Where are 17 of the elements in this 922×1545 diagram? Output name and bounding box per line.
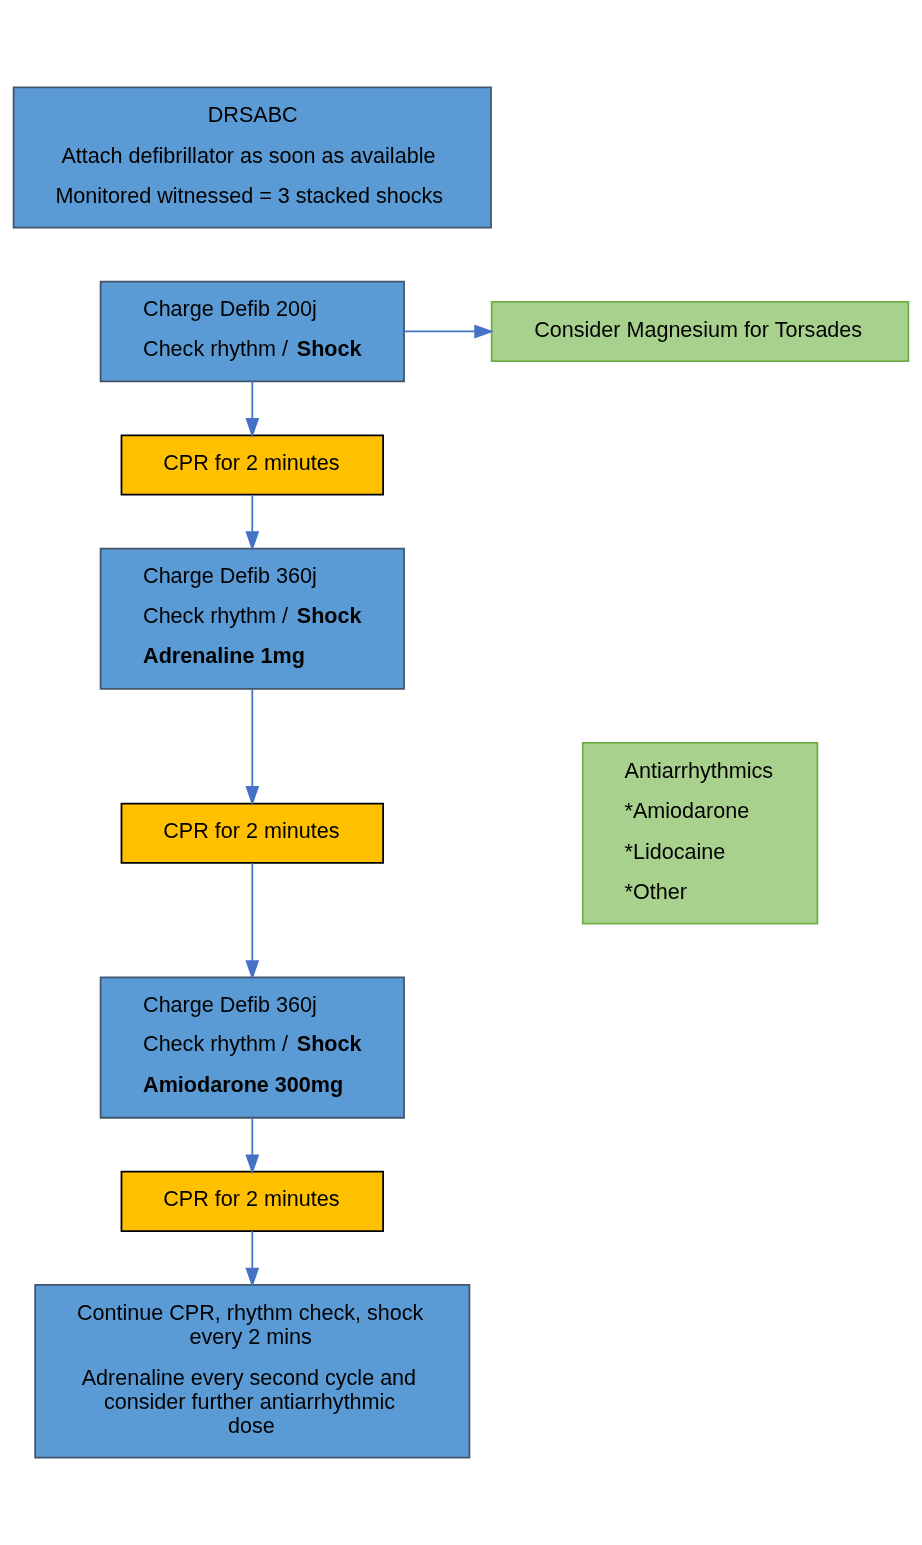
node-box: CPR for 2 minutes: [120, 434, 384, 496]
node-box: Charge Defib 200j Check rhythm / Shock: [99, 280, 405, 383]
node-box: Consider Magnesium for Torsades: [490, 300, 910, 363]
arrow: [245, 493, 260, 551]
node-box: DRSABC Attach defibrillator as soon as available Monitored witnessed = 3 stacked shocks: [12, 86, 492, 229]
node-box: Antiarrhythmics *Amiodarone *Lidocaine *Other: [581, 741, 819, 925]
node-box: CPR for 2 minutes: [120, 802, 384, 864]
arrow: [245, 1230, 260, 1288]
node-box: Charge Defib 360j Check rhythm / Shock Amiodarone 300mg: [99, 976, 405, 1119]
node-box: Continue CPR, rhythm check, shock every 2 mins Adrenaline every second cycle and consider further antiarrhythmic dose: [34, 1284, 471, 1459]
node-box: Charge Defib 360j Check rhythm / Shock Adrenaline 1mg: [99, 547, 405, 690]
arrow: [403, 324, 494, 339]
arrow: [245, 688, 260, 806]
arrow: [245, 1117, 260, 1175]
node-box: CPR for 2 minutes: [120, 1170, 384, 1232]
arrow: [245, 380, 260, 438]
arrow: [245, 862, 260, 980]
